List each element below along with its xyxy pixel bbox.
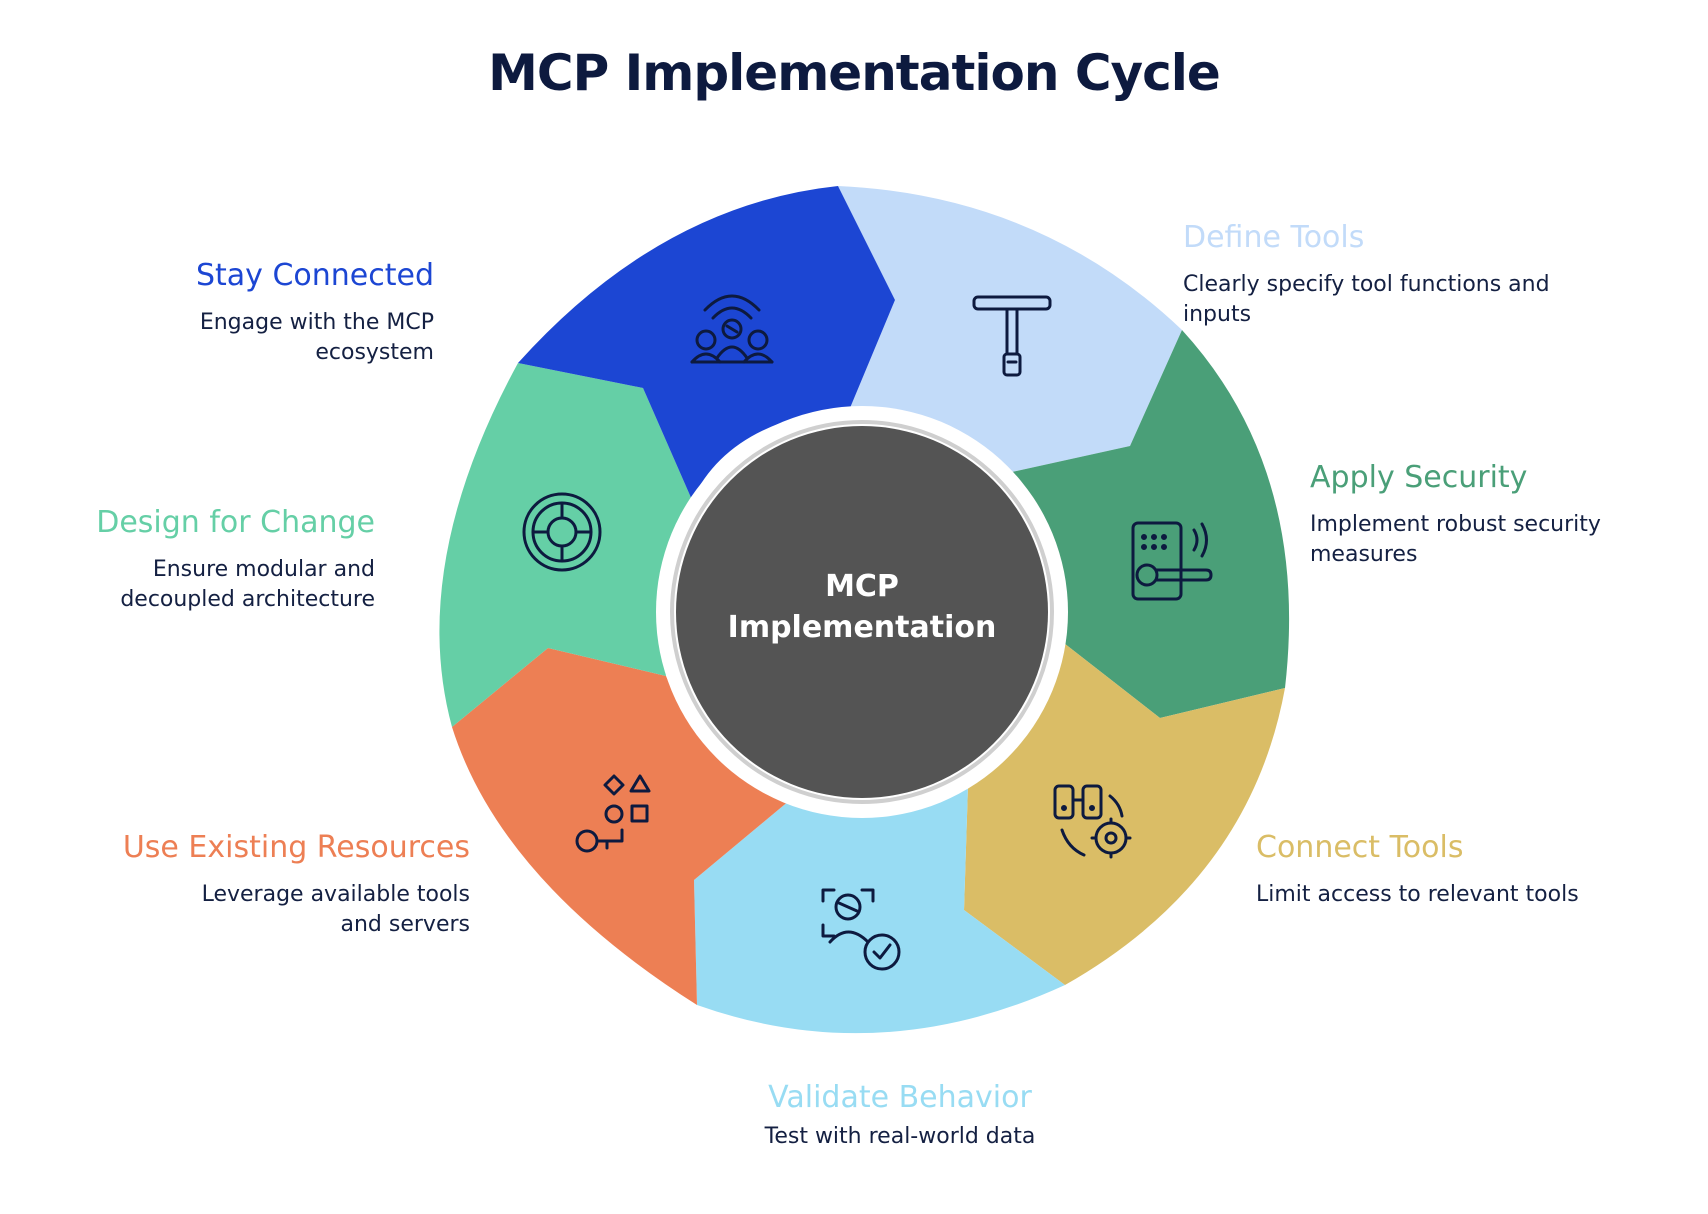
label-connect-tools: Connect Tools Limit access to relevant t… — [1256, 830, 1676, 910]
label-use-existing-resources: Use Existing Resources Leverage availabl… — [50, 830, 470, 940]
step-title-define-tools: Define Tools — [1183, 220, 1365, 255]
label-define-tools: Define Tools Clearly specify tool functi… — [1183, 220, 1603, 330]
diagram-title: MCP Implementation Cycle — [488, 44, 1221, 102]
step-title-design-for-change: Design for Change — [96, 505, 375, 540]
wedge-define-tools[interactable] — [838, 186, 1182, 472]
community-broadcast-icon — [690, 294, 774, 364]
center-label-line1: MCP — [825, 569, 899, 604]
label-validate-behavior: Validate Behavior Test with real-world d… — [690, 1080, 1110, 1152]
step-title-stay-connected: Stay Connected — [195, 258, 434, 293]
step-desc-define-tools: Clearly specify tool functions and input… — [1183, 272, 1550, 327]
wedge-validate-behavior[interactable] — [694, 785, 1065, 1034]
wedge-stay-connected[interactable] — [518, 186, 895, 500]
label-stay-connected: Stay Connected Engage with the MCP ecosy… — [14, 258, 434, 368]
lifebuoy-icon — [522, 492, 602, 572]
step-desc-stay-connected: Engage with the MCP ecosystem — [199, 310, 434, 365]
label-apply-security: Apply Security Implement robust security… — [1310, 460, 1708, 570]
wedge-connect-tools[interactable] — [964, 640, 1285, 985]
step-desc-connect-tools: Limit access to relevant tools — [1256, 882, 1579, 907]
step-title-connect-tools: Connect Tools — [1256, 830, 1464, 865]
label-design-for-change: Design for Change Ensure modular and dec… — [0, 505, 375, 615]
user-check-icon — [821, 888, 901, 971]
keypad-lock-icon — [1131, 521, 1213, 601]
step-title-use-existing-resources: Use Existing Resources — [122, 830, 470, 865]
center-label-line2: Implementation — [728, 610, 997, 645]
wedge-use-existing-resources[interactable] — [452, 648, 790, 1005]
center-circle[interactable] — [676, 426, 1048, 798]
step-title-validate-behavior: Validate Behavior — [768, 1080, 1032, 1115]
step-desc-design-for-change: Ensure modular and decoupled architectur… — [120, 557, 375, 612]
shapes-key-icon — [575, 774, 651, 853]
connect-gear-icon — [1053, 784, 1132, 859]
step-desc-validate-behavior: Test with real-world data — [764, 1124, 1036, 1149]
step-desc-apply-security: Implement robust security measures — [1310, 512, 1601, 567]
t-handle-tool-icon — [972, 295, 1052, 377]
step-desc-use-existing-resources: Leverage available tools and servers — [201, 882, 470, 937]
step-title-apply-security: Apply Security — [1310, 460, 1528, 495]
